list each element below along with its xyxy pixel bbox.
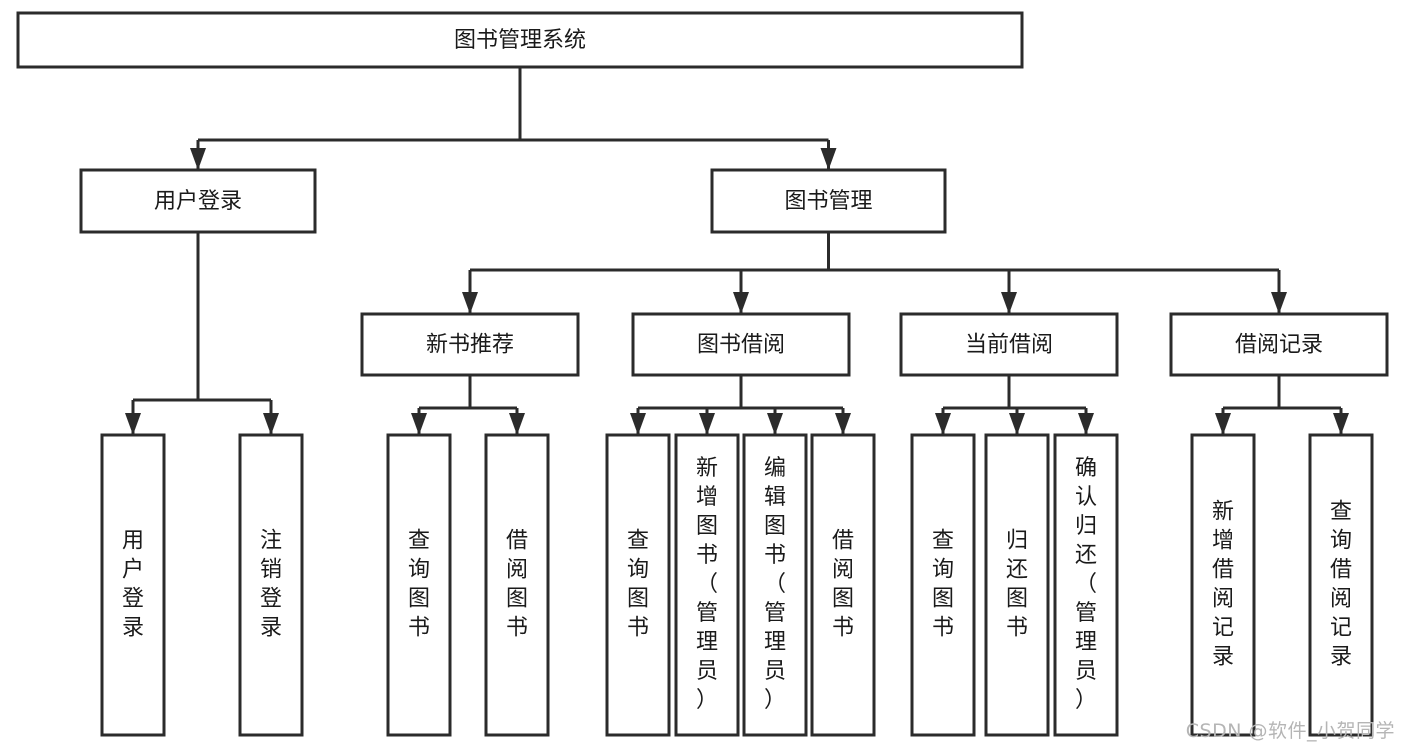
node-borrow-record[interactable]: 借阅记录 [1169,312,1389,377]
node-leaf-borrow-edit[interactable]: 编辑图书（管理员） [742,433,808,737]
node-label: 新增图书（管理员） [696,456,718,713]
node-label: 当前借阅 [965,333,1053,358]
connector-arrowhead [509,413,525,435]
node-leaf-cur-return[interactable]: 归还图书 [984,433,1050,737]
node-leaf-cur-confirm[interactable]: 确认归还（管理员） [1053,433,1119,737]
node-label: 确认归还（管理员） [1075,456,1097,713]
connector-arrowhead [411,413,427,435]
connector-arrowhead [820,148,837,170]
node-root[interactable]: 图书管理系统 [16,11,1024,69]
connector-arrowhead [1078,413,1094,435]
connector-arrowhead [125,413,141,435]
connector-arrowhead [767,413,783,435]
node-label: 查询图书 [932,529,954,641]
connector-arrowhead [733,292,749,314]
node-book-manage[interactable]: 图书管理 [710,168,947,234]
node-label: 新增借阅记录 [1212,500,1234,670]
node-box [910,433,976,737]
node-leaf-user-login[interactable]: 用户登录 [100,433,166,737]
node-box [742,433,808,737]
node-label: 注销登录 [260,529,282,641]
node-label: 用户登录 [122,529,144,641]
node-label: 查询借阅记录 [1330,500,1352,670]
node-box [238,433,304,737]
node-box [710,168,947,234]
node-box [1053,433,1119,737]
node-label: 归还图书 [1006,529,1028,641]
connector-arrowhead [263,413,279,435]
connector-arrowhead [462,292,478,314]
connector-arrowhead [1333,413,1349,435]
node-box [899,312,1119,377]
node-leaf-rec-borrow[interactable]: 借阅图书 [484,433,550,737]
node-label: 图书管理系统 [454,28,586,53]
connector-arrowhead [1009,413,1025,435]
node-leaf-borrow-query[interactable]: 查询图书 [605,433,671,737]
node-box [984,433,1050,737]
connector-arrowhead [190,148,206,170]
connector-arrowhead [1271,292,1287,314]
node-leaf-rec-search[interactable]: 查询借阅记录 [1308,433,1374,737]
node-box [386,433,452,737]
node-label: 图书借阅 [697,333,785,358]
node-leaf-borrow-add[interactable]: 新增图书（管理员） [674,433,740,737]
node-box [1190,433,1256,737]
node-user-login[interactable]: 用户登录 [79,168,317,234]
node-box [100,433,166,737]
node-box [1169,312,1389,377]
node-layer: 图书管理系统用户登录图书管理新书推荐图书借阅当前借阅借阅记录用户登录注销登录查询… [16,11,1389,737]
connector-arrowhead [1215,413,1231,435]
node-box [810,433,876,737]
node-label: 图书管理 [784,189,872,214]
connector-arrowhead [699,413,715,435]
node-box [484,433,550,737]
node-label: 编辑图书（管理员） [764,456,786,713]
node-label: 查询图书 [627,529,649,641]
node-box [16,11,1024,69]
node-box [1308,433,1374,737]
connector-layer [125,67,1349,435]
connector-arrowhead [1001,292,1017,314]
node-leaf-cur-query[interactable]: 查询图书 [910,433,976,737]
node-label: 借阅图书 [506,529,528,641]
node-leaf-rec-add[interactable]: 新增借阅记录 [1190,433,1256,737]
node-box [360,312,580,377]
node-box [631,312,851,377]
connector-arrowhead [835,413,851,435]
connector-arrowhead [630,413,646,435]
node-current-borrow[interactable]: 当前借阅 [899,312,1119,377]
node-label: 用户登录 [154,189,242,214]
connector-arrowhead [935,413,951,435]
node-box [674,433,740,737]
node-box [79,168,317,234]
node-label: 借阅记录 [1235,333,1323,358]
node-box [605,433,671,737]
node-label: 查询图书 [408,529,430,641]
node-leaf-user-logout[interactable]: 注销登录 [238,433,304,737]
node-book-borrow[interactable]: 图书借阅 [631,312,851,377]
node-leaf-rec-query[interactable]: 查询图书 [386,433,452,737]
node-label: 借阅图书 [832,529,854,641]
node-label: 新书推荐 [426,333,514,358]
node-leaf-borrow-do[interactable]: 借阅图书 [810,433,876,737]
node-new-book-rec[interactable]: 新书推荐 [360,312,580,377]
